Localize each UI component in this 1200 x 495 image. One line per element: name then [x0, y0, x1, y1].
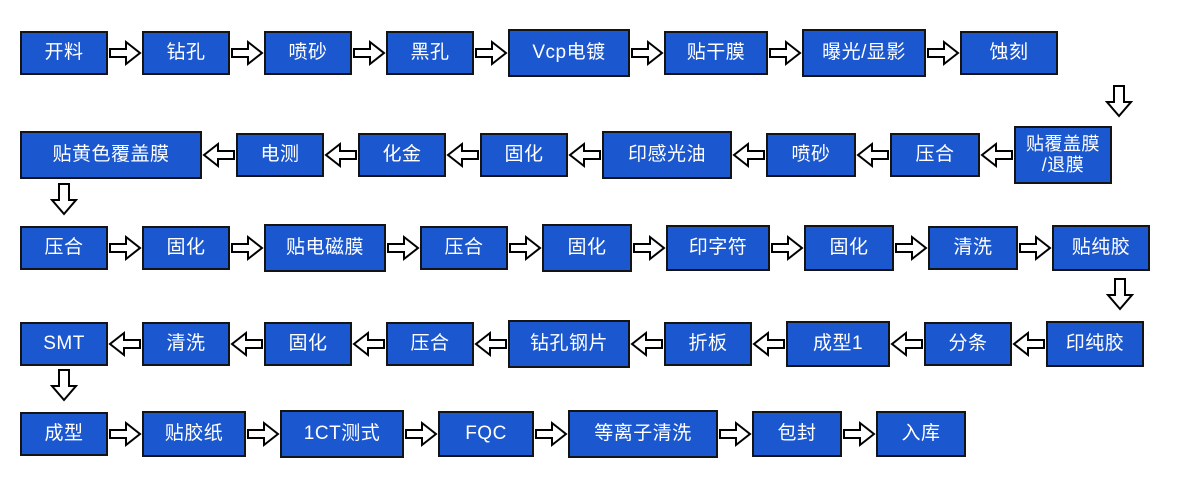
process-node-tie-diancimo[interactable]: 贴电磁膜 [264, 224, 386, 272]
process-node-vcp-diandu[interactable]: Vcp电镀 [508, 29, 630, 77]
process-node-tieganmo[interactable]: 贴干膜 [664, 31, 768, 75]
process-node-guhua-3[interactable]: 固化 [142, 226, 230, 270]
arrow-right-icon [630, 39, 664, 67]
connector-row1-to-row2-arrow-down-icon [1105, 84, 1133, 118]
arrow-right-icon [386, 234, 420, 262]
arrow-right-icon [108, 39, 142, 67]
arrow-left-icon [474, 330, 508, 358]
process-node-dian-ce[interactable]: 电测 [236, 133, 324, 177]
arrow-right-icon [404, 420, 438, 448]
process-node-yin-chunjiao[interactable]: 印纯胶 [1046, 321, 1144, 367]
process-node-guhua-5[interactable]: 固化 [804, 225, 894, 271]
arrow-right-icon [108, 420, 142, 448]
process-node-pensha[interactable]: 喷砂 [264, 31, 352, 75]
process-node-baofeng[interactable]: 包封 [752, 411, 842, 457]
process-node-ruku[interactable]: 入库 [876, 411, 966, 457]
arrow-right-icon [508, 234, 542, 262]
process-node-tie-jiaozhi[interactable]: 贴胶纸 [142, 411, 246, 457]
process-node-shike[interactable]: 蚀刻 [960, 31, 1058, 75]
arrow-right-icon [770, 234, 804, 262]
process-node-qingxi-1[interactable]: 清洗 [928, 226, 1018, 270]
arrow-right-icon [1018, 234, 1052, 262]
connector-row2-to-row3-arrow-down-icon [50, 182, 78, 216]
process-node-kailiao[interactable]: 开料 [20, 31, 108, 75]
arrow-left-icon [446, 141, 480, 169]
process-node-guhua-2[interactable]: 固化 [480, 133, 568, 177]
process-node-dengliziqingxi[interactable]: 等离子清洗 [568, 410, 718, 458]
arrow-left-icon [630, 330, 664, 358]
process-node-heikong[interactable]: 黑孔 [386, 31, 474, 75]
arrow-left-icon [568, 141, 602, 169]
arrow-right-icon [246, 420, 280, 448]
process-node-pensha-2[interactable]: 喷砂 [766, 133, 856, 177]
flow-row-2: 贴黄色覆盖膜 电测 化金 固化 印感光油 喷砂 压合 贴覆盖膜 /退膜 [0, 125, 1200, 185]
arrow-left-icon [752, 330, 786, 358]
process-node-fentiao[interactable]: 分条 [924, 322, 1012, 366]
process-node-guhua-4[interactable]: 固化 [542, 224, 632, 272]
flow-row-5: 成型 贴胶纸 1CT测式 FQC 等离子清洗 包封 入库 [0, 408, 1200, 460]
process-node-yin-zifu[interactable]: 印字符 [666, 225, 770, 271]
process-node-huajin[interactable]: 化金 [358, 133, 446, 177]
flow-row-1: 开料 钻孔 喷砂 黑孔 Vcp电镀 贴干膜 曝光/显影 蚀刻 [0, 27, 1200, 79]
process-node-yahe-4[interactable]: 压合 [386, 322, 474, 366]
arrow-left-icon [352, 330, 386, 358]
process-node-zuankong-gangpian[interactable]: 钻孔钢片 [508, 320, 630, 368]
arrow-right-icon [230, 39, 264, 67]
process-node-chengxing-1[interactable]: 成型1 [786, 321, 890, 367]
arrow-right-icon [894, 234, 928, 262]
arrow-left-icon [230, 330, 264, 358]
process-node-smt[interactable]: SMT [20, 322, 108, 366]
arrow-left-icon [732, 141, 766, 169]
arrow-right-icon [108, 234, 142, 262]
connector-row4-to-row5-arrow-down-icon [50, 368, 78, 402]
process-node-yahe-2[interactable]: 压合 [20, 226, 108, 270]
process-node-chengxing-2[interactable]: 成型 [20, 412, 108, 456]
process-node-zuankong[interactable]: 钻孔 [142, 31, 230, 75]
arrow-left-icon [980, 141, 1014, 169]
arrow-right-icon [718, 420, 752, 448]
process-node-yahe-1[interactable]: 压合 [890, 133, 980, 177]
arrow-left-icon [108, 330, 142, 358]
process-node-baoguang-xianying[interactable]: 曝光/显影 [802, 29, 926, 77]
arrow-left-icon [856, 141, 890, 169]
arrow-left-icon [890, 330, 924, 358]
connector-row3-to-row4-arrow-down-icon [1106, 277, 1134, 311]
process-node-zheban[interactable]: 折板 [664, 322, 752, 366]
process-node-tie-fugaimo-tuimo[interactable]: 贴覆盖膜 /退膜 [1014, 126, 1112, 184]
arrow-right-icon [352, 39, 386, 67]
arrow-right-icon [230, 234, 264, 262]
arrow-left-icon [202, 141, 236, 169]
arrow-right-icon [768, 39, 802, 67]
flow-row-4: SMT 清洗 固化 压合 钻孔钢片 折板 成型1 分条 印纯胶 [0, 318, 1200, 370]
process-node-tie-chunjiao[interactable]: 贴纯胶 [1052, 225, 1150, 271]
arrow-right-icon [534, 420, 568, 448]
arrow-right-icon [632, 234, 666, 262]
process-node-yin-ganguangyou[interactable]: 印感光油 [602, 131, 732, 179]
process-node-qingxi-2[interactable]: 清洗 [142, 322, 230, 366]
process-node-yahe-3[interactable]: 压合 [420, 226, 508, 270]
process-node-1ct-ceshi[interactable]: 1CT测式 [280, 410, 404, 458]
process-node-guhua-6[interactable]: 固化 [264, 322, 352, 366]
arrow-left-icon [324, 141, 358, 169]
process-node-fqc[interactable]: FQC [438, 411, 534, 457]
process-node-tie-huangse-fugaimo[interactable]: 贴黄色覆盖膜 [20, 131, 202, 179]
flow-row-3: 压合 固化 贴电磁膜 压合 固化 印字符 固化 清洗 贴纯胶 [0, 222, 1200, 274]
arrow-right-icon [474, 39, 508, 67]
arrow-left-icon [1012, 330, 1046, 358]
arrow-right-icon [842, 420, 876, 448]
arrow-right-icon [926, 39, 960, 67]
